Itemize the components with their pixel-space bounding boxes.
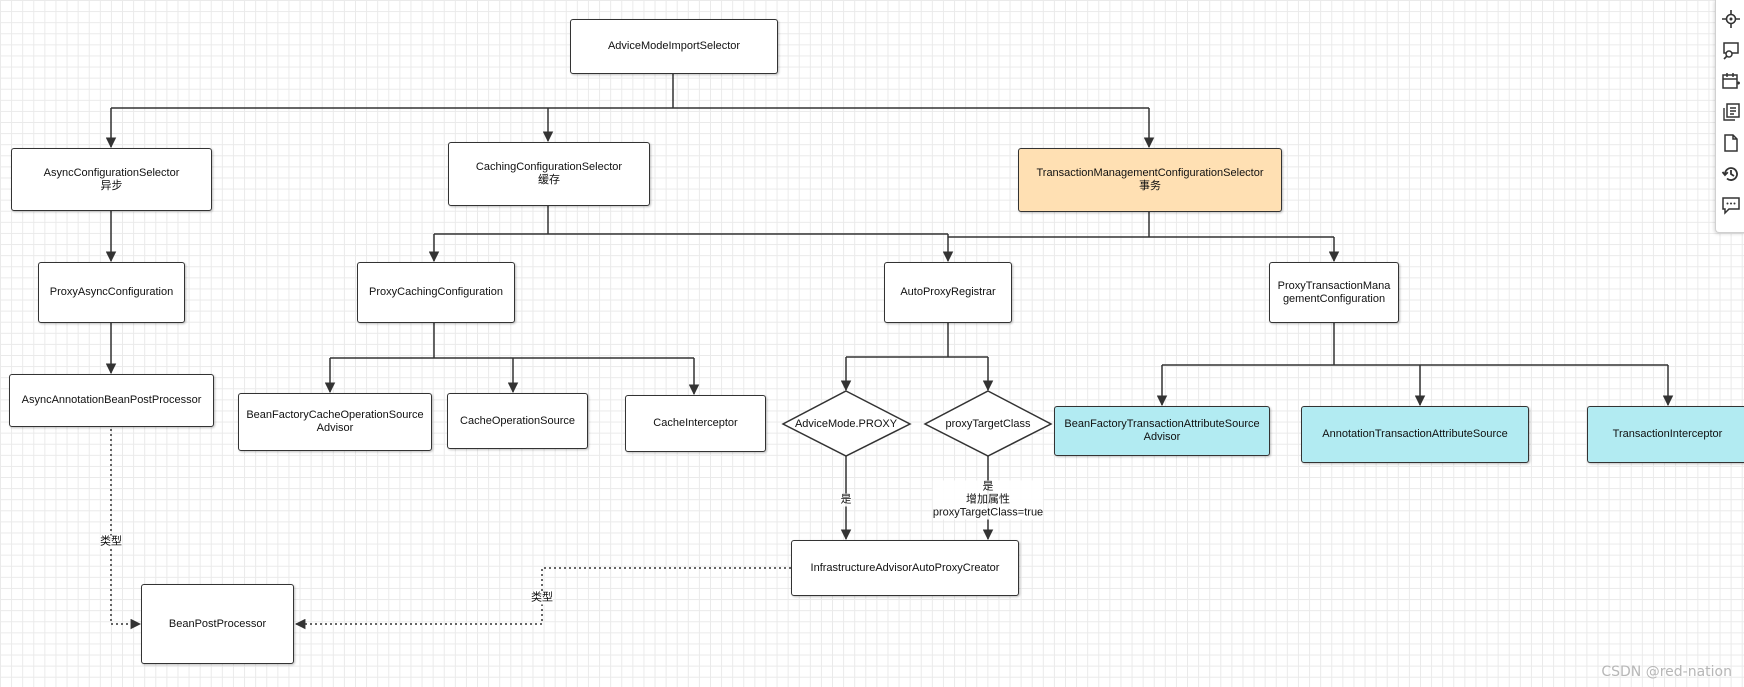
- edge-label-line: 增加属性: [965, 493, 1010, 506]
- node-sublabel: 事务: [1139, 180, 1161, 192]
- infrastructure-advisor-auto-proxy-creator-node[interactable]: InfrastructureAdvisorAutoProxyCreator: [791, 540, 1019, 596]
- node-label: BeanFactoryCacheOperationSource: [246, 409, 424, 421]
- auto-proxy-registrar-node[interactable]: AutoProxyRegistrar: [884, 262, 1012, 323]
- edge-label-line: 是: [982, 480, 994, 493]
- transaction-management-configuration-selector-node[interactable]: TransactionManagementConfigurationSelect…: [1018, 148, 1282, 212]
- node-label: AnnotationTransactionAttributeSource: [1322, 428, 1508, 440]
- node-label: TransactionInterceptor: [1612, 428, 1723, 440]
- find-replace-icon[interactable]: [1721, 40, 1741, 60]
- proxy-async-configuration-node[interactable]: ProxyAsyncConfiguration: [38, 262, 185, 323]
- async-annotation-bean-post-processor-node[interactable]: AsyncAnnotationBeanPostProcessor: [9, 374, 214, 427]
- history-icon[interactable]: [1721, 164, 1741, 184]
- node-label: ProxyAsyncConfiguration: [49, 286, 174, 298]
- watermark-text: CSDN @red-nation: [1601, 664, 1732, 680]
- node-label: ProxyCachingConfiguration: [369, 286, 503, 298]
- proxy-caching-configuration-node[interactable]: ProxyCachingConfiguration: [357, 262, 515, 323]
- node-label: CacheOperationSource: [460, 414, 575, 427]
- proxy-target-class-diamond: [923, 390, 1053, 457]
- edge-label-type-left: 类型: [100, 535, 122, 549]
- edge-label-line: proxyTargetClass=true: [932, 506, 1044, 519]
- advice-mode-proxy-diamond: [781, 390, 912, 457]
- node-label: BeanFactoryTransactionAttributeSource: [1064, 418, 1260, 430]
- annotation-transaction-attribute-source-node[interactable]: AnnotationTransactionAttributeSource: [1301, 406, 1529, 463]
- node-sublabel: 缓存: [538, 174, 560, 186]
- bean-factory-transaction-attribute-source-advisor-node[interactable]: BeanFactoryTransactionAttributeSource Ad…: [1054, 406, 1270, 456]
- node-label: BeanPostProcessor: [168, 617, 267, 630]
- node-label-cont: gementConfiguration: [1282, 292, 1386, 305]
- advice-mode-proxy-label: AdviceMode.PROXY: [794, 418, 898, 430]
- advice-mode-import-selector-node[interactable]: AdviceModeImportSelector: [570, 19, 778, 74]
- caching-configuration-selector-node[interactable]: CachingConfigurationSelector 缓存: [448, 142, 650, 206]
- crosshair-icon[interactable]: [1721, 9, 1741, 29]
- edge-label-yes-proxy-target-class: 是 增加属性 proxyTargetClass=true: [932, 480, 1044, 520]
- node-label: ProxyTransactionMana: [1277, 279, 1391, 292]
- right-toolbar: [1715, 0, 1744, 233]
- edge-label-type-right: 类型: [531, 591, 553, 605]
- calendar-icon[interactable]: [1721, 71, 1741, 91]
- node-sublabel: 异步: [100, 179, 123, 192]
- node-label: TransactionManagementConfigurationSelect…: [1036, 167, 1264, 179]
- cache-operation-source-node[interactable]: CacheOperationSource: [447, 393, 588, 449]
- node-label: AsyncAnnotationBeanPostProcessor: [21, 394, 202, 406]
- cache-interceptor-node[interactable]: CacheInterceptor: [625, 395, 766, 452]
- copy-icon[interactable]: [1721, 102, 1741, 122]
- node-label: AdviceModeImportSelector: [607, 40, 741, 52]
- comment-icon[interactable]: [1721, 195, 1741, 215]
- bean-factory-cache-operation-source-advisor-node[interactable]: BeanFactoryCacheOperationSource Advisor: [238, 393, 432, 451]
- node-label: AsyncConfigurationSelector: [43, 166, 180, 179]
- node-label: AutoProxyRegistrar: [900, 286, 996, 298]
- proxy-transaction-management-configuration-node[interactable]: ProxyTransactionMana gementConfiguration: [1269, 262, 1399, 323]
- node-label: InfrastructureAdvisorAutoProxyCreator: [810, 561, 1000, 574]
- edge-type-async-to-bpp: [110, 429, 142, 630]
- proxy-target-class-label: proxyTargetClass: [945, 418, 1031, 430]
- node-label-cont: Advisor: [316, 422, 354, 434]
- transaction-interceptor-node[interactable]: TransactionInterceptor: [1587, 406, 1744, 463]
- bean-post-processor-node[interactable]: BeanPostProcessor: [141, 584, 294, 664]
- node-label: CachingConfigurationSelector: [475, 161, 623, 173]
- edge-label-yes-advice-mode: 是: [840, 493, 852, 507]
- page-icon[interactable]: [1721, 133, 1741, 153]
- async-configuration-selector-node[interactable]: AsyncConfigurationSelector 异步: [11, 148, 212, 211]
- node-label-cont: Advisor: [1143, 431, 1181, 443]
- node-label: CacheInterceptor: [653, 417, 738, 429]
